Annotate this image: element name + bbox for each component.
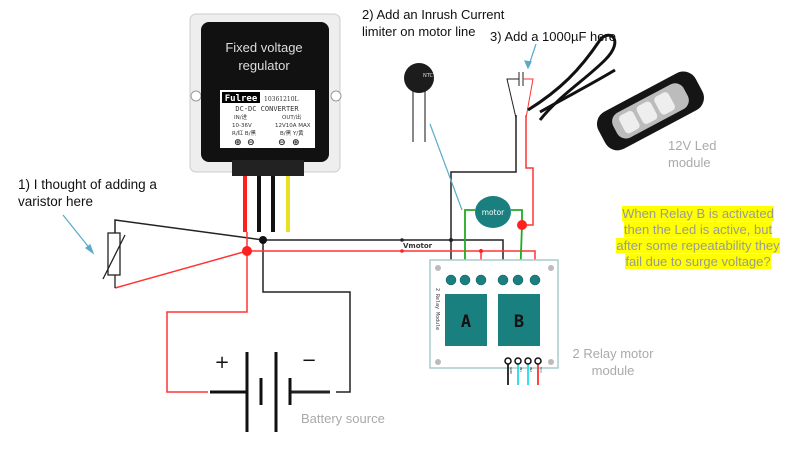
arrow-head-icon — [84, 244, 95, 255]
regulator-label-line2: regulator — [238, 58, 290, 73]
capacitor-annotation: 3) Add a 1000µF here — [490, 29, 617, 44]
battery-minus: − — [301, 350, 316, 371]
ntc-label: NTC — [423, 73, 434, 79]
relay-b-label: B — [514, 312, 524, 332]
relay-b — [498, 294, 540, 346]
ntc-thermistor: NTC — [404, 63, 434, 142]
out-rating: 12V10A MAX — [275, 123, 311, 129]
svg-text:⊖: ⊖ — [247, 138, 255, 148]
brand-label: Fulree — [225, 94, 258, 104]
negative-junction — [259, 236, 267, 244]
svg-text:⊖: ⊖ — [278, 138, 286, 148]
type-label: DC-DC CONVERTER — [235, 105, 299, 113]
motor-label: motor — [482, 208, 505, 217]
regulator-label-line1: Fixed voltage — [225, 40, 302, 55]
relay-module: A B 2 Relay Module GND IN1 IN2 VCC — [429, 259, 559, 385]
pin-vcc: VCC — [539, 367, 543, 373]
led-module-label: 12V Led module — [668, 138, 717, 170]
voltage-regulator: Fixed voltage regulator Fulree 10361210L… — [189, 13, 342, 176]
relay-module-label: 2 Relay motor module — [572, 346, 654, 378]
varistor-symbol — [102, 232, 126, 288]
relay-a — [445, 294, 487, 346]
led-positive-junction — [517, 220, 527, 230]
positive-junction — [242, 246, 252, 256]
battery-symbol — [210, 352, 292, 432]
out-label: OUT/出 — [282, 113, 301, 121]
svg-text:⊕: ⊕ — [234, 138, 242, 148]
model-label: 10361210L — [264, 96, 299, 103]
led-module — [527, 33, 704, 151]
motor: motor — [475, 196, 511, 228]
in-label: IN/进 — [234, 113, 248, 121]
varistor-annotation: 1) I thought of adding a varistor here — [18, 177, 157, 209]
svg-text:⊕: ⊕ — [292, 138, 300, 148]
question-text: When Relay B is activated then the Led i… — [616, 206, 780, 269]
battery-plus: + — [214, 352, 229, 373]
in-wires: R/红 B/黑 — [232, 129, 257, 137]
inrush-annotation: 2) Add an Inrush Current limiter on moto… — [362, 7, 505, 39]
question-note: When Relay B is activated then the Led i… — [612, 206, 784, 270]
positive-wiring — [114, 115, 536, 393]
relay-terminals — [445, 274, 541, 286]
battery-label: Battery source — [301, 411, 385, 426]
annotation-arrows — [62, 43, 537, 255]
motor-wiring — [464, 209, 523, 281]
in-range: 10-36V — [232, 123, 252, 129]
pin-in1: IN1 — [519, 367, 523, 372]
pin-gnd: GND — [509, 367, 513, 375]
regulator-wires — [243, 176, 290, 232]
out-wires: B/黑 Y/黄 — [280, 129, 304, 137]
pin-in2: IN2 — [529, 367, 533, 372]
capacitor-symbol — [506, 72, 534, 119]
vmotor-label: Vmotor — [403, 242, 433, 250]
relay-a-label: A — [461, 312, 471, 332]
relay-module-side-label: 2 Relay Module — [434, 288, 440, 330]
arrow-head-icon — [524, 60, 532, 70]
